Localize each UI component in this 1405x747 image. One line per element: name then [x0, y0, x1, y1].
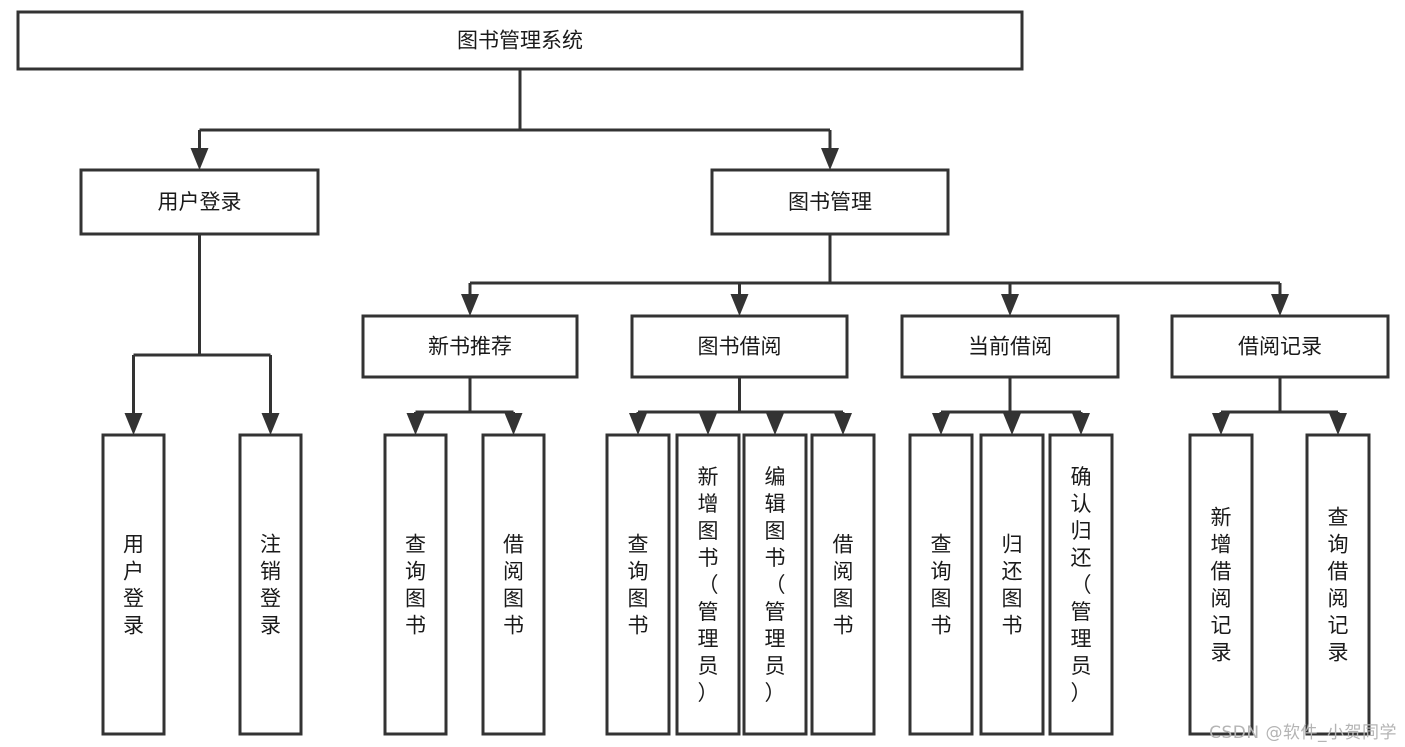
arrow-head-icon [1001, 294, 1019, 316]
node-label: 借阅图书 [503, 533, 524, 638]
node-label: 归还图书 [1002, 533, 1023, 638]
node-box [979, 433, 1045, 736]
arrow-head-icon [1072, 413, 1090, 435]
node-box [79, 168, 320, 236]
node-label: 新增借阅记录 [1211, 506, 1232, 665]
arrow-head-icon [261, 413, 280, 435]
connector-group [461, 234, 1289, 316]
arrow-head-icon [461, 294, 479, 316]
node-leaf-borrow-book-1[interactable]: 借阅图书 [481, 433, 546, 736]
arrow-head-icon [766, 413, 784, 435]
connector-group [124, 234, 280, 435]
node-label: 图书管理 [788, 190, 872, 214]
node-leaf-query-book-3[interactable]: 查询图书 [908, 433, 974, 736]
node-leaf-query-book-1[interactable]: 查询图书 [383, 433, 448, 736]
arrow-head-icon [821, 148, 839, 170]
node-box [630, 314, 849, 379]
node-box [238, 433, 303, 736]
arrow-head-icon [1212, 413, 1230, 435]
node-label: 借阅记录 [1238, 335, 1322, 359]
connector-group [406, 377, 523, 435]
node-leaf-query-record[interactable]: 查询借阅记录 [1305, 433, 1371, 736]
connector-group [932, 377, 1090, 435]
node-box [101, 433, 166, 736]
node-label: 编辑图书（管理员） [765, 465, 786, 705]
arrow-head-icon [834, 413, 852, 435]
node-label: 注销登录 [260, 533, 281, 638]
node-l2-record[interactable]: 借阅记录 [1170, 314, 1390, 379]
connector-group [1212, 377, 1347, 435]
node-leaf-logout[interactable]: 注销登录 [238, 433, 303, 736]
node-l1-user-login[interactable]: 用户登录 [79, 168, 320, 236]
node-box [908, 433, 974, 736]
node-label: 查询借阅记录 [1328, 506, 1349, 665]
node-leaf-edit-book[interactable]: 编辑图书（管理员） [742, 433, 808, 736]
arrow-head-icon [1003, 413, 1021, 435]
node-leaf-add-record[interactable]: 新增借阅记录 [1188, 433, 1254, 736]
arrow-head-icon [629, 413, 647, 435]
node-l2-current[interactable]: 当前借阅 [900, 314, 1120, 379]
arrow-head-icon [932, 413, 950, 435]
arrow-head-icon [504, 413, 523, 435]
arrow-head-icon [699, 413, 717, 435]
node-leaf-borrow-book-2[interactable]: 借阅图书 [810, 433, 876, 736]
node-box [710, 168, 950, 236]
node-label: 图书管理系统 [457, 29, 583, 53]
arrow-head-icon [730, 294, 749, 316]
node-root[interactable]: 图书管理系统 [16, 10, 1024, 71]
node-label: 查询图书 [931, 533, 952, 638]
node-box [675, 433, 741, 736]
node-box [361, 314, 579, 379]
node-l2-new-book[interactable]: 新书推荐 [361, 314, 579, 379]
connector-group [190, 69, 839, 170]
node-leaf-query-book-2[interactable]: 查询图书 [605, 433, 671, 736]
node-box [383, 433, 448, 736]
node-label: 图书借阅 [698, 335, 782, 359]
node-label: 查询图书 [628, 533, 649, 638]
node-box [1048, 433, 1114, 736]
node-leaf-confirm-return[interactable]: 确认归还（管理员） [1048, 433, 1114, 736]
watermark-text: CSDN @软件_小贺同学 [1209, 723, 1397, 743]
node-box [900, 314, 1120, 379]
node-l1-book-manage[interactable]: 图书管理 [710, 168, 950, 236]
edge-layer [124, 69, 1347, 435]
node-layer: 图书管理系统用户登录图书管理新书推荐图书借阅当前借阅借阅记录用户登录注销登录查询… [16, 10, 1390, 736]
node-leaf-return-book[interactable]: 归还图书 [979, 433, 1045, 736]
node-label: 用户登录 [158, 190, 242, 214]
node-leaf-user-login[interactable]: 用户登录 [101, 433, 166, 736]
node-label: 新书推荐 [428, 335, 512, 359]
arrow-head-icon [124, 413, 143, 435]
node-label: 查询图书 [405, 533, 426, 638]
node-label: 新增图书（管理员） [698, 465, 719, 705]
node-l2-borrow[interactable]: 图书借阅 [630, 314, 849, 379]
connector-group [629, 377, 852, 435]
arrow-head-icon [190, 148, 209, 170]
node-box [605, 433, 671, 736]
node-label: 确认归还（管理员） [1071, 465, 1092, 705]
arrow-head-icon [1329, 413, 1347, 435]
node-box [1170, 314, 1390, 379]
node-box [1305, 433, 1371, 736]
node-label: 当前借阅 [968, 335, 1052, 359]
node-label: 借阅图书 [833, 533, 854, 638]
node-box [1188, 433, 1254, 736]
node-box [810, 433, 876, 736]
node-box [742, 433, 808, 736]
node-box [16, 10, 1024, 71]
node-box [481, 433, 546, 736]
node-leaf-add-book[interactable]: 新增图书（管理员） [675, 433, 741, 736]
node-label: 用户登录 [123, 533, 144, 638]
arrow-head-icon [406, 413, 425, 435]
arrow-head-icon [1271, 294, 1289, 316]
